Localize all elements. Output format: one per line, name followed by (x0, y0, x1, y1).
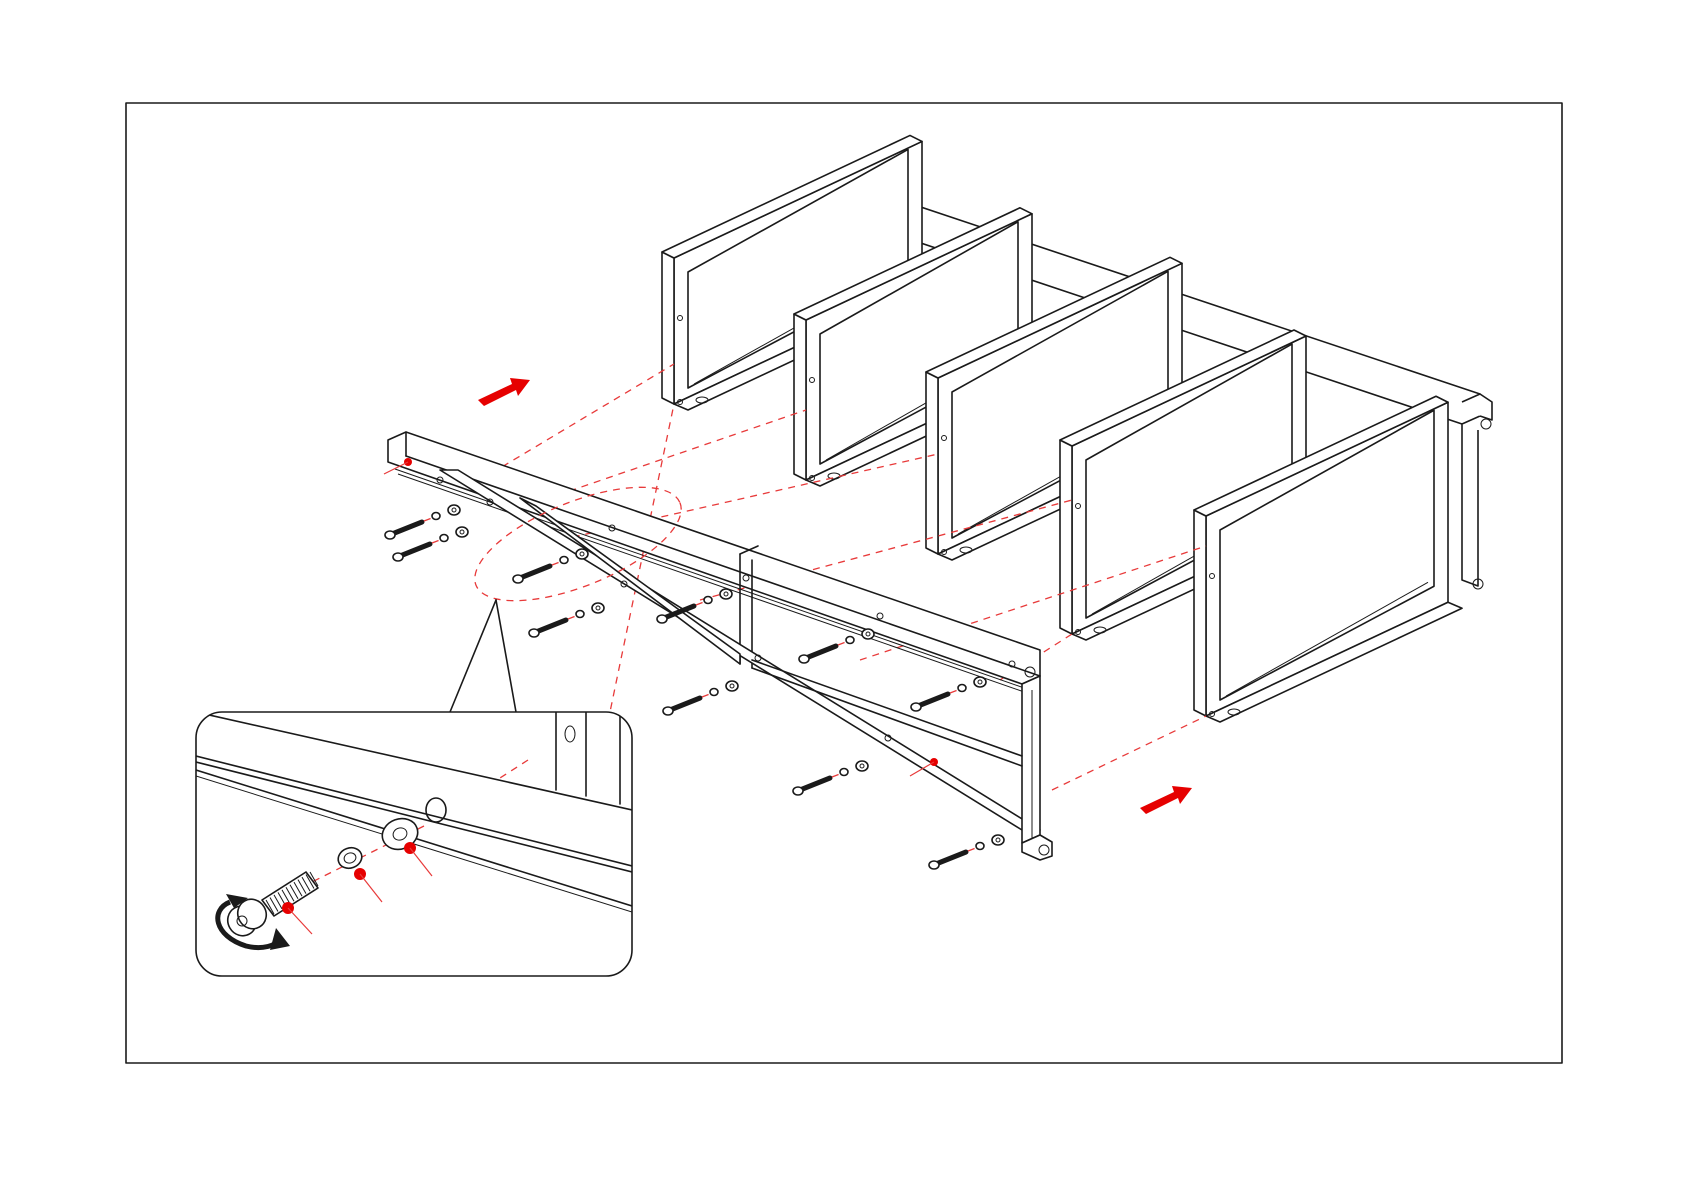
spring-washer (576, 611, 584, 618)
spring-washer (440, 535, 448, 542)
flat-washer (974, 677, 986, 687)
cross-frame-panels (662, 135, 1462, 722)
fastener-set (385, 505, 460, 539)
fastener-set (393, 527, 468, 561)
fastener-set (793, 761, 868, 795)
guide-line (1052, 716, 1206, 790)
flat-washer (856, 761, 868, 771)
fastener-set (799, 629, 874, 663)
spring-washer (560, 557, 568, 564)
flat-washer (456, 527, 468, 537)
spring-washer (704, 597, 712, 604)
spring-washer (710, 689, 718, 696)
guide-line (480, 364, 674, 480)
spring-washer (840, 769, 848, 776)
flat-washer (726, 681, 738, 691)
flat-washer (592, 603, 604, 613)
fastener-set (929, 835, 1004, 869)
fastener-set (663, 681, 738, 715)
spring-washer (432, 513, 440, 520)
fastener-set (911, 677, 986, 711)
push-direction-arrow-icon-right (1140, 786, 1192, 814)
push-direction-arrow-icon (478, 378, 530, 406)
flat-washer (720, 589, 732, 599)
flat-washer (576, 549, 588, 559)
flat-washer (862, 629, 874, 639)
spring-washer (846, 637, 854, 644)
fastener-set (529, 603, 604, 637)
fastener-set (513, 549, 588, 583)
callout-connector-right (496, 600, 516, 712)
spring-washer (958, 685, 966, 692)
callout-connector-left (450, 600, 496, 712)
spring-washer (976, 843, 984, 850)
flat-washer (448, 505, 460, 515)
flat-washer (992, 835, 1004, 845)
